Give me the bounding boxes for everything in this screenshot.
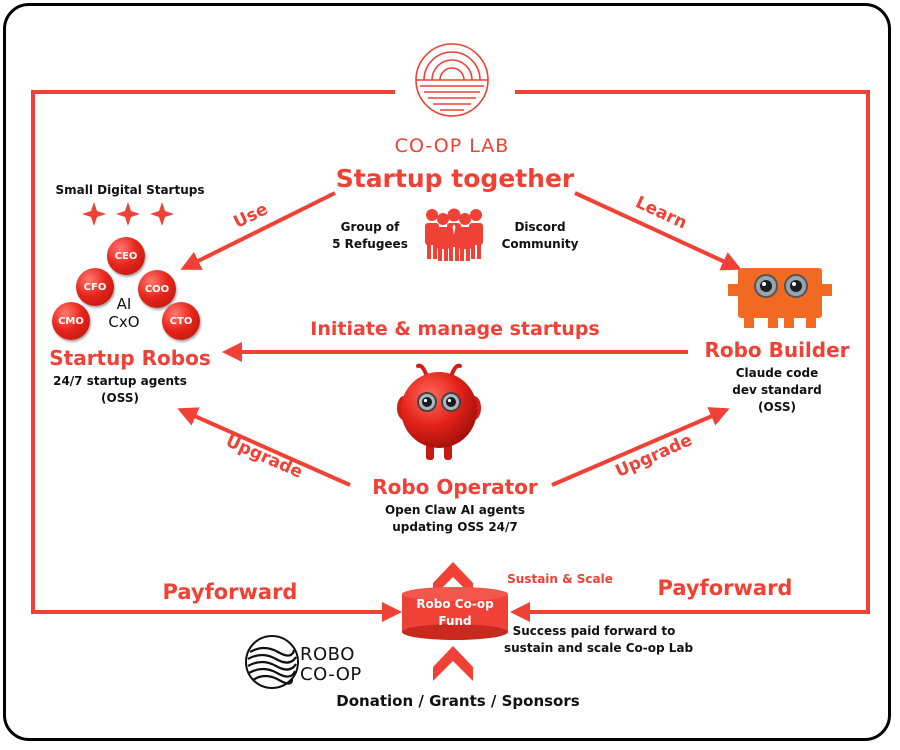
- robo-builder-title: Robo Builder: [704, 338, 850, 362]
- fund-note-2: sustain and scale Co-op Lab: [504, 641, 694, 655]
- payforward-left-line: [31, 90, 402, 622]
- fund-label-2: Fund: [438, 614, 472, 628]
- role-ball-cto: CTO: [162, 302, 200, 340]
- people-group-icon: [425, 208, 483, 261]
- robo-operator-sub-1: Open Claw AI agents: [384, 503, 526, 517]
- robo-operator-title: Robo Operator: [372, 475, 538, 499]
- role-ball-cmo: CMO: [52, 302, 90, 340]
- cxo-label: CxO: [108, 313, 140, 331]
- robo-builder-sub-2: dev standard: [732, 383, 822, 397]
- role-ball-ceo: CEO: [107, 237, 145, 275]
- payforward-right-label: Payforward: [657, 576, 793, 600]
- startup-robos-sub-2: (OSS): [101, 391, 139, 405]
- initiate-label: Initiate & manage startups: [310, 318, 600, 340]
- startup-robos-title: Startup Robos: [49, 346, 211, 370]
- ai-label: AI: [116, 295, 132, 313]
- robo-builder-sub-3: (OSS): [758, 400, 796, 414]
- small-startups-header: Small Digital Startups: [55, 183, 205, 197]
- headline: Startup together: [335, 164, 575, 193]
- robo-operator-robot-icon: [397, 363, 481, 460]
- role-ball-cfo: CFO: [76, 268, 114, 306]
- robo-coop-logo-text-1: ROBO: [300, 644, 355, 665]
- robo-coop-logo-text-2: CO-OP: [300, 664, 362, 685]
- learn-arrow: [574, 191, 742, 271]
- robo-coop-logo-icon: [245, 635, 299, 689]
- payforward-right-line: [510, 90, 870, 622]
- payforward-left-label: Payforward: [162, 580, 298, 604]
- sustain-scale-label: Sustain & Scale: [507, 572, 613, 586]
- sparkle-stars-icon: [82, 202, 174, 226]
- role-ball-coo: COO: [138, 270, 176, 308]
- startup-robos-sub-1: 24/7 startup agents: [53, 374, 187, 388]
- fund-cylinder-icon: [402, 587, 508, 640]
- robo-builder-sub-1: Claude code: [735, 366, 819, 380]
- outer-frame: [3, 3, 891, 741]
- robo-operator-sub-2: updating OSS 24/7: [392, 520, 518, 534]
- community-line-2: Community: [501, 237, 579, 251]
- fund-label-1: Robo Co-op: [416, 597, 494, 611]
- use-arrow: [180, 191, 336, 270]
- coop-lab-logo-text: CO-OP LAB: [394, 135, 510, 157]
- community-line-1: Discord: [514, 220, 566, 234]
- coop-lab-logo-icon: [415, 43, 489, 117]
- chevron-up-bottom: [433, 646, 473, 681]
- robo-builder-robot-icon: [728, 268, 832, 328]
- group-line-2: 5 Refugees: [332, 237, 408, 251]
- group-line-1: Group of: [340, 220, 400, 234]
- chevron-up-top: [433, 562, 473, 597]
- upgrade-left-arrow: [177, 407, 351, 487]
- fund-note-1: Success paid forward to: [512, 624, 676, 638]
- donation-label: Donation / Grants / Sponsors: [336, 692, 580, 710]
- upgrade-right-arrow: [551, 407, 730, 487]
